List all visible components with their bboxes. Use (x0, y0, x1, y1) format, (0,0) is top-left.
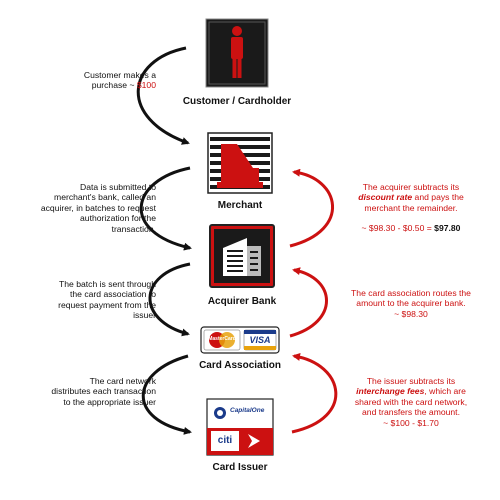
customer-label: Customer / Cardholder (182, 96, 292, 107)
arrow-acquirer-to-association (148, 262, 191, 337)
purchase-amount: $100 (136, 80, 156, 91)
note-batch: The batch is sent through the card assoc… (58, 279, 156, 321)
association-node: MasterCard VISA (200, 326, 280, 354)
merchant-label: Merchant (217, 200, 263, 211)
issuer-bank-icon (206, 398, 274, 456)
acquirer-node (209, 224, 275, 288)
capitalone-logo-text: CapitalOne (230, 407, 265, 414)
interchange-fees-term: interchange fees (356, 386, 425, 397)
arrow-association-to-acquirer (289, 267, 328, 338)
merchant-payout: $97.80 (434, 223, 461, 234)
citi-logo-text: citi (217, 435, 233, 446)
arrow-acquirer-to-merchant (289, 168, 334, 248)
issuer-node: CapitalOne citi (206, 398, 274, 456)
visa-logo-text: VISA (249, 335, 271, 345)
purchase-prefix: purchase ~ (91, 80, 137, 91)
arrow-issuer-to-association (291, 353, 338, 434)
note-issuer: The issuer subtracts its interchange fee… (354, 376, 468, 428)
note-purchase: Customer makes a purchase ~ $100 (83, 70, 156, 91)
arrow-association-to-issuer (141, 354, 192, 435)
acquirer-label: Acquirer Bank (207, 296, 277, 307)
bank-building-icon (209, 224, 275, 288)
mastercard-logo-text: MasterCard (208, 336, 236, 342)
arrow-merchant-to-acquirer (139, 166, 192, 251)
arrow-customer-to-merchant (136, 46, 190, 145)
customer-node (205, 18, 269, 88)
association-label: Card Association (199, 360, 281, 371)
note-distribute: The card network distributes each transa… (51, 376, 156, 407)
note-acquirer: The acquirer subtracts its discount rate… (358, 182, 464, 234)
cash-register-icon (207, 132, 273, 194)
card-logos-icon (200, 326, 280, 354)
merchant-node (207, 132, 273, 194)
note-association: The card association routes the amount t… (351, 288, 471, 319)
issuer-label: Card Issuer (212, 462, 268, 473)
discount-rate-term: discount rate (358, 192, 413, 203)
person-icon (205, 18, 269, 88)
note-submit: Data is submitted to merchant's bank, ca… (40, 182, 156, 234)
